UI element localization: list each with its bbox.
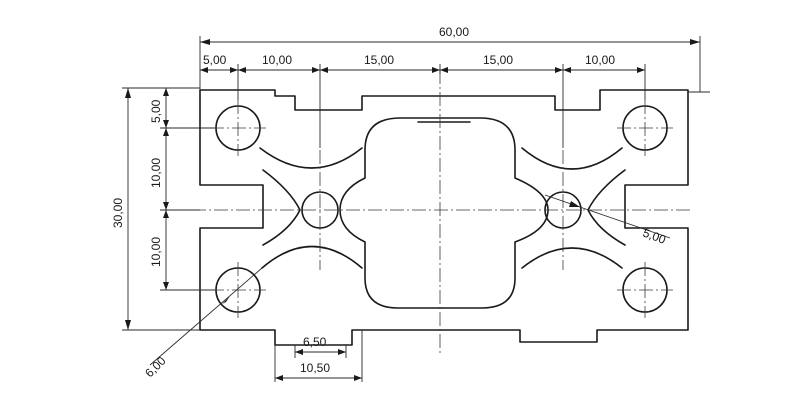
dim-segment-5: 10,00 (585, 53, 615, 67)
left-slot-wall (262, 169, 301, 246)
arrow (222, 296, 230, 304)
arrow (163, 128, 169, 136)
arrow (163, 88, 169, 96)
dim-segment-1: 5,00 (203, 53, 227, 67)
dim-slot-outer: 10,50 (300, 361, 330, 375)
arrow (163, 282, 169, 290)
arrow (163, 202, 169, 210)
right-slot-wall (587, 169, 626, 246)
arrow (555, 67, 563, 73)
arrow (432, 67, 440, 73)
arrow (569, 201, 580, 207)
arrow (163, 210, 169, 218)
arrow (125, 88, 131, 98)
arrow (230, 67, 238, 73)
arrow (238, 67, 246, 73)
dim-left-upper-offset: 5,00 (149, 99, 163, 123)
dim-segment-2: 10,00 (262, 53, 292, 67)
arrow (440, 67, 448, 73)
arrow (690, 39, 700, 45)
arrow (200, 39, 210, 45)
dim-overall-width: 60,00 (439, 25, 469, 39)
center-cavity (339, 117, 549, 309)
leader-left-hole (149, 267, 263, 366)
arrow (312, 67, 320, 73)
dim-right-hole-diameter: 5,00 (641, 226, 668, 247)
arrow (200, 67, 208, 73)
dim-left-hole-diameter: 6,00 (142, 353, 169, 380)
profile-outline (199, 89, 689, 346)
arrow (637, 67, 645, 73)
dim-left-mid-upper: 10,00 (149, 158, 163, 188)
arrow (163, 120, 169, 128)
arrow (338, 349, 346, 355)
leader-right-hole (544, 194, 671, 239)
lower-left-arc (261, 245, 363, 269)
arrow (563, 67, 571, 73)
dim-left-mid-lower: 10,00 (149, 237, 163, 267)
dim-segment-3: 15,00 (364, 53, 394, 67)
lower-right-arc (521, 247, 623, 269)
dim-segment-4: 15,00 (483, 53, 513, 67)
arrow (275, 375, 283, 381)
arrow (125, 320, 131, 330)
arrow (320, 67, 328, 73)
arrow (354, 375, 362, 381)
dim-overall-height: 30,00 (111, 198, 125, 228)
upper-left-arc (259, 147, 363, 169)
dim-slot-inner: 6,50 (303, 335, 327, 349)
upper-right-arc (521, 147, 623, 170)
arrow (295, 349, 303, 355)
